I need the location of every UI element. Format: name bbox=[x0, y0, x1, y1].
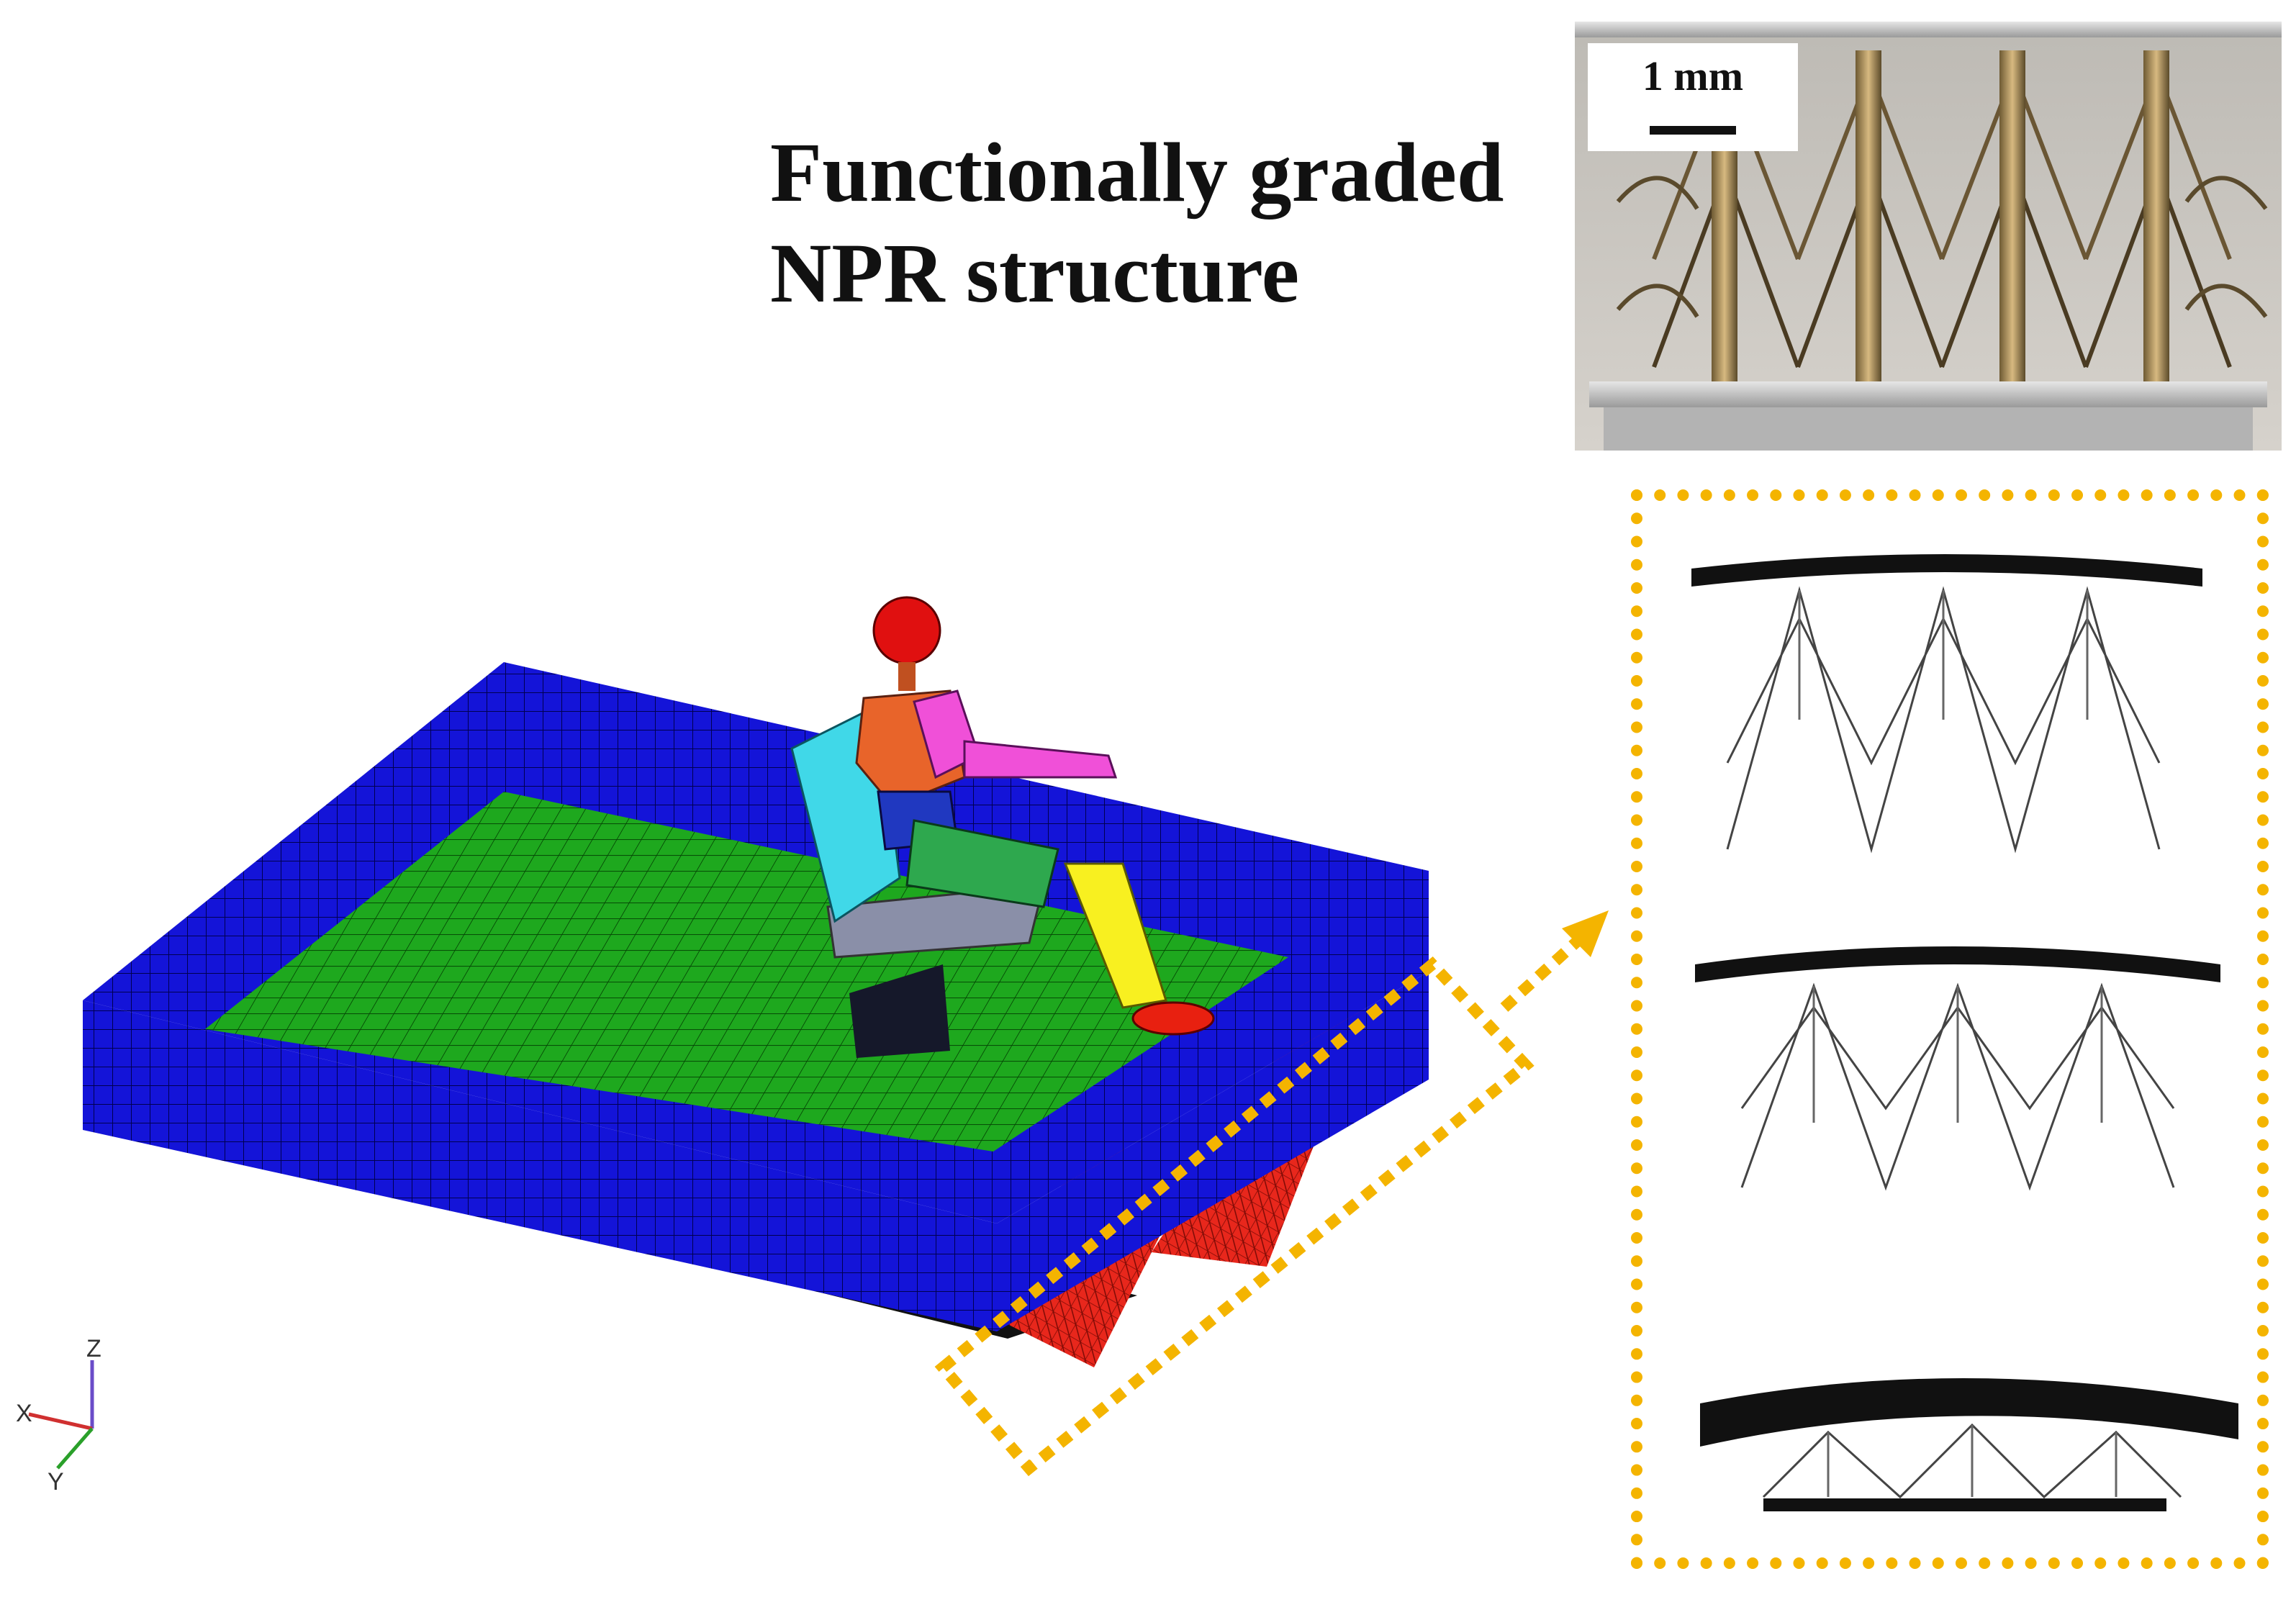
axis-x-label: X bbox=[16, 1400, 32, 1427]
deformation-stage-3 bbox=[1700, 1378, 2238, 1511]
title-line-1: Functionally graded bbox=[770, 125, 1504, 220]
axis-y-label: Y bbox=[48, 1468, 64, 1496]
npr-photo: 1 mm bbox=[1575, 22, 2282, 451]
dummy-shin bbox=[1063, 862, 1167, 1009]
title-line-2: NPR structure bbox=[770, 226, 1300, 320]
platform-deck bbox=[205, 792, 1288, 1152]
dummy-thigh bbox=[905, 819, 1059, 908]
scale-box: 1 mm bbox=[1588, 43, 1798, 151]
scale-bar bbox=[1650, 126, 1736, 135]
base-block bbox=[1604, 407, 2253, 451]
deformation-stage-2 bbox=[1695, 946, 2220, 1191]
top-plate bbox=[1575, 22, 2282, 37]
dummy-forearm bbox=[963, 740, 1118, 779]
selection-box bbox=[934, 956, 1535, 1477]
dummy-head bbox=[872, 596, 941, 665]
axis-z-label: Z bbox=[86, 1335, 101, 1362]
zoom-arrow-head bbox=[1562, 910, 1609, 957]
bottom-plate bbox=[1589, 381, 2267, 407]
platform-wall-front bbox=[83, 1000, 997, 1331]
deformation-stage-1 bbox=[1691, 554, 2202, 854]
seat-base bbox=[849, 964, 950, 1058]
figure-title: Functionally graded NPR structure bbox=[770, 122, 1504, 324]
zoom-frame bbox=[1631, 489, 2269, 1569]
scale-label: 1 mm bbox=[1642, 53, 1744, 99]
dummy-foot bbox=[1131, 1001, 1215, 1036]
zoom-arrow-line bbox=[1500, 931, 1588, 1012]
npr-photo-drawing bbox=[1575, 22, 2282, 451]
axis-triad bbox=[28, 1360, 94, 1470]
dummy-neck bbox=[898, 662, 916, 691]
